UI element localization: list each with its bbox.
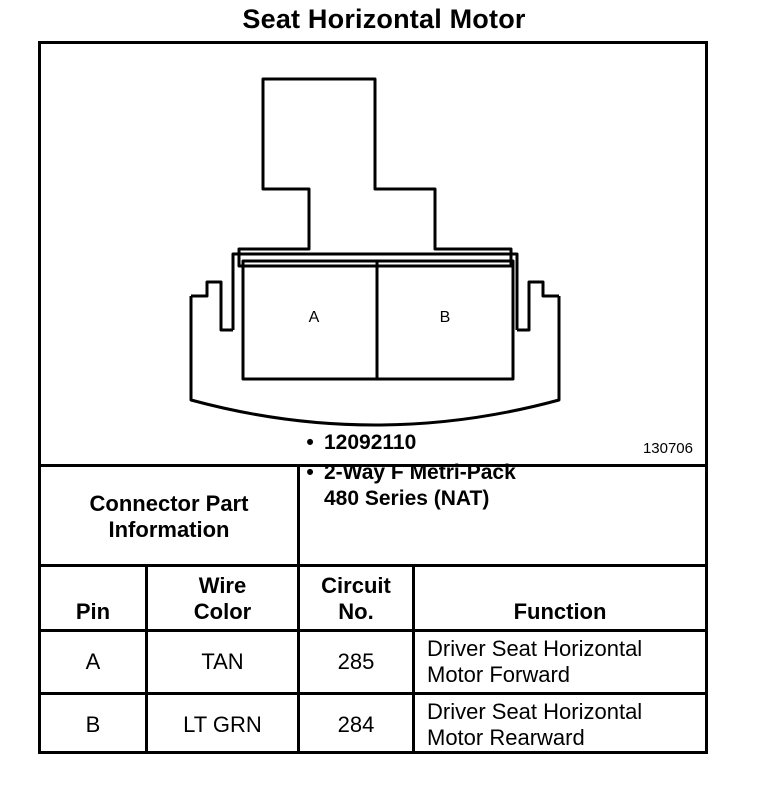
row-b-circuit-no: 284	[337, 711, 375, 737]
right-lock-tab	[517, 280, 559, 332]
row-a-circuit-no: 285	[337, 649, 375, 674]
divider-line	[41, 564, 705, 567]
divider-line	[41, 692, 705, 695]
row-a-wire-color: TAN	[201, 649, 244, 674]
divider-line	[412, 564, 415, 754]
bullet-text-connector-type: 2-Way F Metri-Pack 480 Series (NAT)	[324, 460, 516, 512]
bullet-line-1: 2-Way F Metri-Pack	[324, 461, 516, 484]
divider-line	[145, 564, 148, 754]
cavity-label-a: A	[309, 309, 320, 326]
row-b-pin: B	[85, 711, 101, 737]
connector-drawing: A B	[189, 77, 561, 427]
bullet-text-part-number: 12092110	[324, 431, 417, 454]
figure-reference-number: 130706	[642, 440, 693, 457]
left-lock-tab	[191, 280, 233, 332]
header-circuit-no: Circuit No.	[300, 567, 412, 629]
bullet-item: • 12092110	[296, 430, 516, 456]
connector-part-info-text: Connector Part Information	[89, 491, 249, 542]
connector-part-info-label: Connector Part Information	[41, 467, 297, 567]
header-pin: Pin	[75, 599, 111, 624]
bullet-dot: •	[306, 431, 314, 454]
divider-line	[297, 464, 300, 567]
bullet-dot: •	[306, 461, 314, 484]
connector-housing-skirt	[231, 252, 519, 330]
divider-line	[297, 564, 300, 754]
row-b-function: Driver Seat Horizontal Motor Rearward	[415, 695, 705, 754]
divider-line	[41, 464, 705, 467]
bullet-line-2: 480 Series (NAT)	[324, 487, 490, 510]
connector-body-outline	[189, 296, 561, 427]
page-title: Seat Horizontal Motor	[242, 4, 526, 34]
header-circuit-no-text: Circuit No.	[321, 573, 391, 624]
divider-line	[41, 629, 705, 632]
row-a-function: Driver Seat Horizontal Motor Forward	[415, 632, 705, 692]
header-function: Function	[513, 599, 607, 624]
connector-part-info-bullets: • 12092110 • 2-Way F Metri-Pack 480 Seri…	[296, 430, 516, 512]
cavity-label-b: B	[440, 309, 451, 326]
connector-housing-outline	[237, 77, 513, 268]
row-b-function-text: Driver Seat Horizontal Motor Rearward	[427, 698, 643, 750]
connector-diagram: A B 130706	[41, 44, 705, 464]
row-a-pin: A	[85, 649, 101, 674]
header-wire-color-text: Wire Color	[193, 573, 252, 624]
header-wire-color: Wire Color	[148, 567, 297, 629]
row-b-wire-color: LT GRN	[183, 711, 262, 737]
row-a-function-text: Driver Seat Horizontal Motor Forward	[427, 636, 643, 687]
bullet-item: • 2-Way F Metri-Pack 480 Series (NAT)	[296, 460, 516, 512]
connector-figure-frame: A B 130706 Connector Part Information Pi…	[38, 41, 708, 754]
